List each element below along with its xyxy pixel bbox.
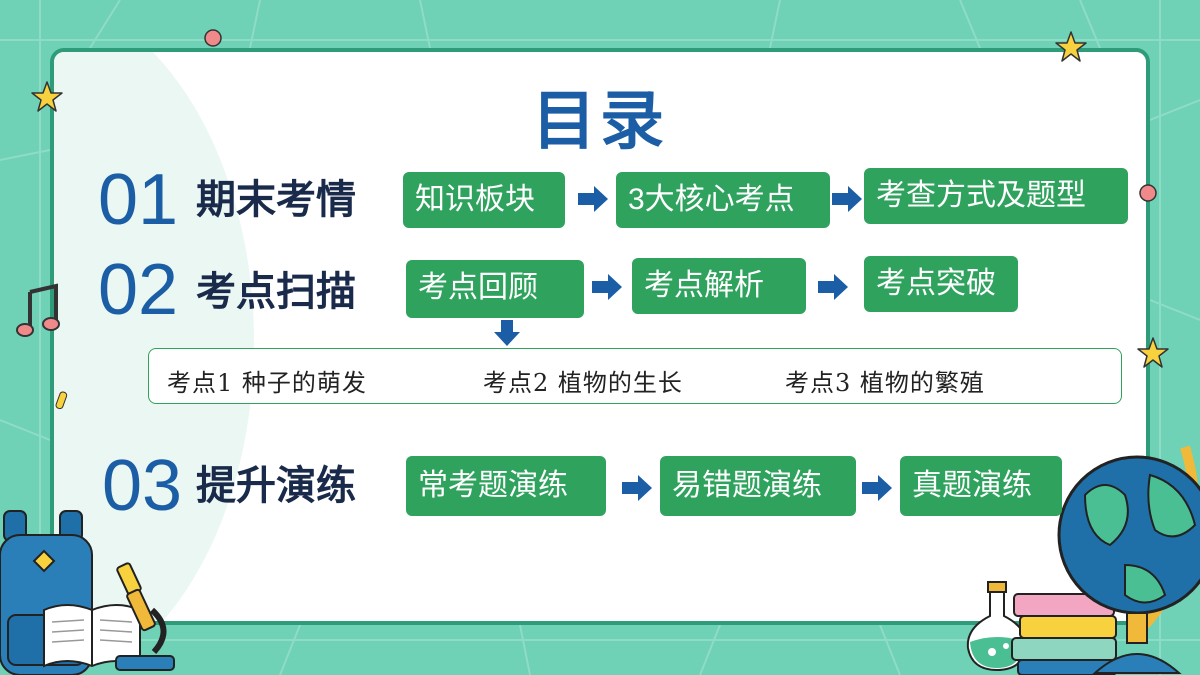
section-number: 02 xyxy=(98,250,179,330)
section-number: 03 xyxy=(102,446,183,526)
microscope-icon xyxy=(115,562,175,671)
step-button[interactable]: 知识板块 xyxy=(403,172,565,228)
page-title: 目录 xyxy=(532,85,668,157)
star-icon xyxy=(1137,337,1169,368)
section-number: 01 xyxy=(98,160,179,240)
topic-item: 考点1 种子的萌发 xyxy=(167,369,367,397)
topic-item: 考点2 植物的生长 xyxy=(483,369,683,397)
step-button[interactable]: 3大核心考点 xyxy=(616,172,830,228)
section-title: 期末考情 xyxy=(196,178,356,222)
arrow-right-icon xyxy=(592,274,622,300)
dot-icon xyxy=(1139,184,1157,202)
dash-icon xyxy=(55,391,68,410)
step-button[interactable]: 真题演练 xyxy=(900,456,1062,516)
globe-icon xyxy=(1057,445,1200,674)
star-icon xyxy=(31,81,63,112)
section-title: 提升演练 xyxy=(196,464,356,508)
arrow-right-icon xyxy=(578,186,608,212)
step-button[interactable]: 考点突破 xyxy=(864,256,1018,312)
content-card xyxy=(50,48,1150,625)
section-title: 考点扫描 xyxy=(196,270,356,314)
arrow-right-icon xyxy=(622,475,652,501)
step-button[interactable]: 考点解析 xyxy=(632,258,806,314)
arrow-right-icon xyxy=(832,186,862,212)
star-icon xyxy=(1055,31,1087,62)
arrow-right-icon xyxy=(862,475,892,501)
topics-box: 考点1 种子的萌发 考点2 植物的生长 考点3 植物的繁殖 xyxy=(148,348,1122,404)
step-button[interactable]: 易错题演练 xyxy=(660,456,856,516)
step-button[interactable]: 考查方式及题型 xyxy=(864,168,1128,224)
step-button[interactable]: 考点回顾 xyxy=(406,260,584,318)
arrow-right-icon xyxy=(818,274,848,300)
arrow-down-icon xyxy=(494,320,520,346)
music-note-icon xyxy=(16,283,60,337)
dot-icon xyxy=(204,29,222,47)
topic-item: 考点3 植物的繁殖 xyxy=(785,369,985,397)
step-button[interactable]: 常考题演练 xyxy=(406,456,606,516)
